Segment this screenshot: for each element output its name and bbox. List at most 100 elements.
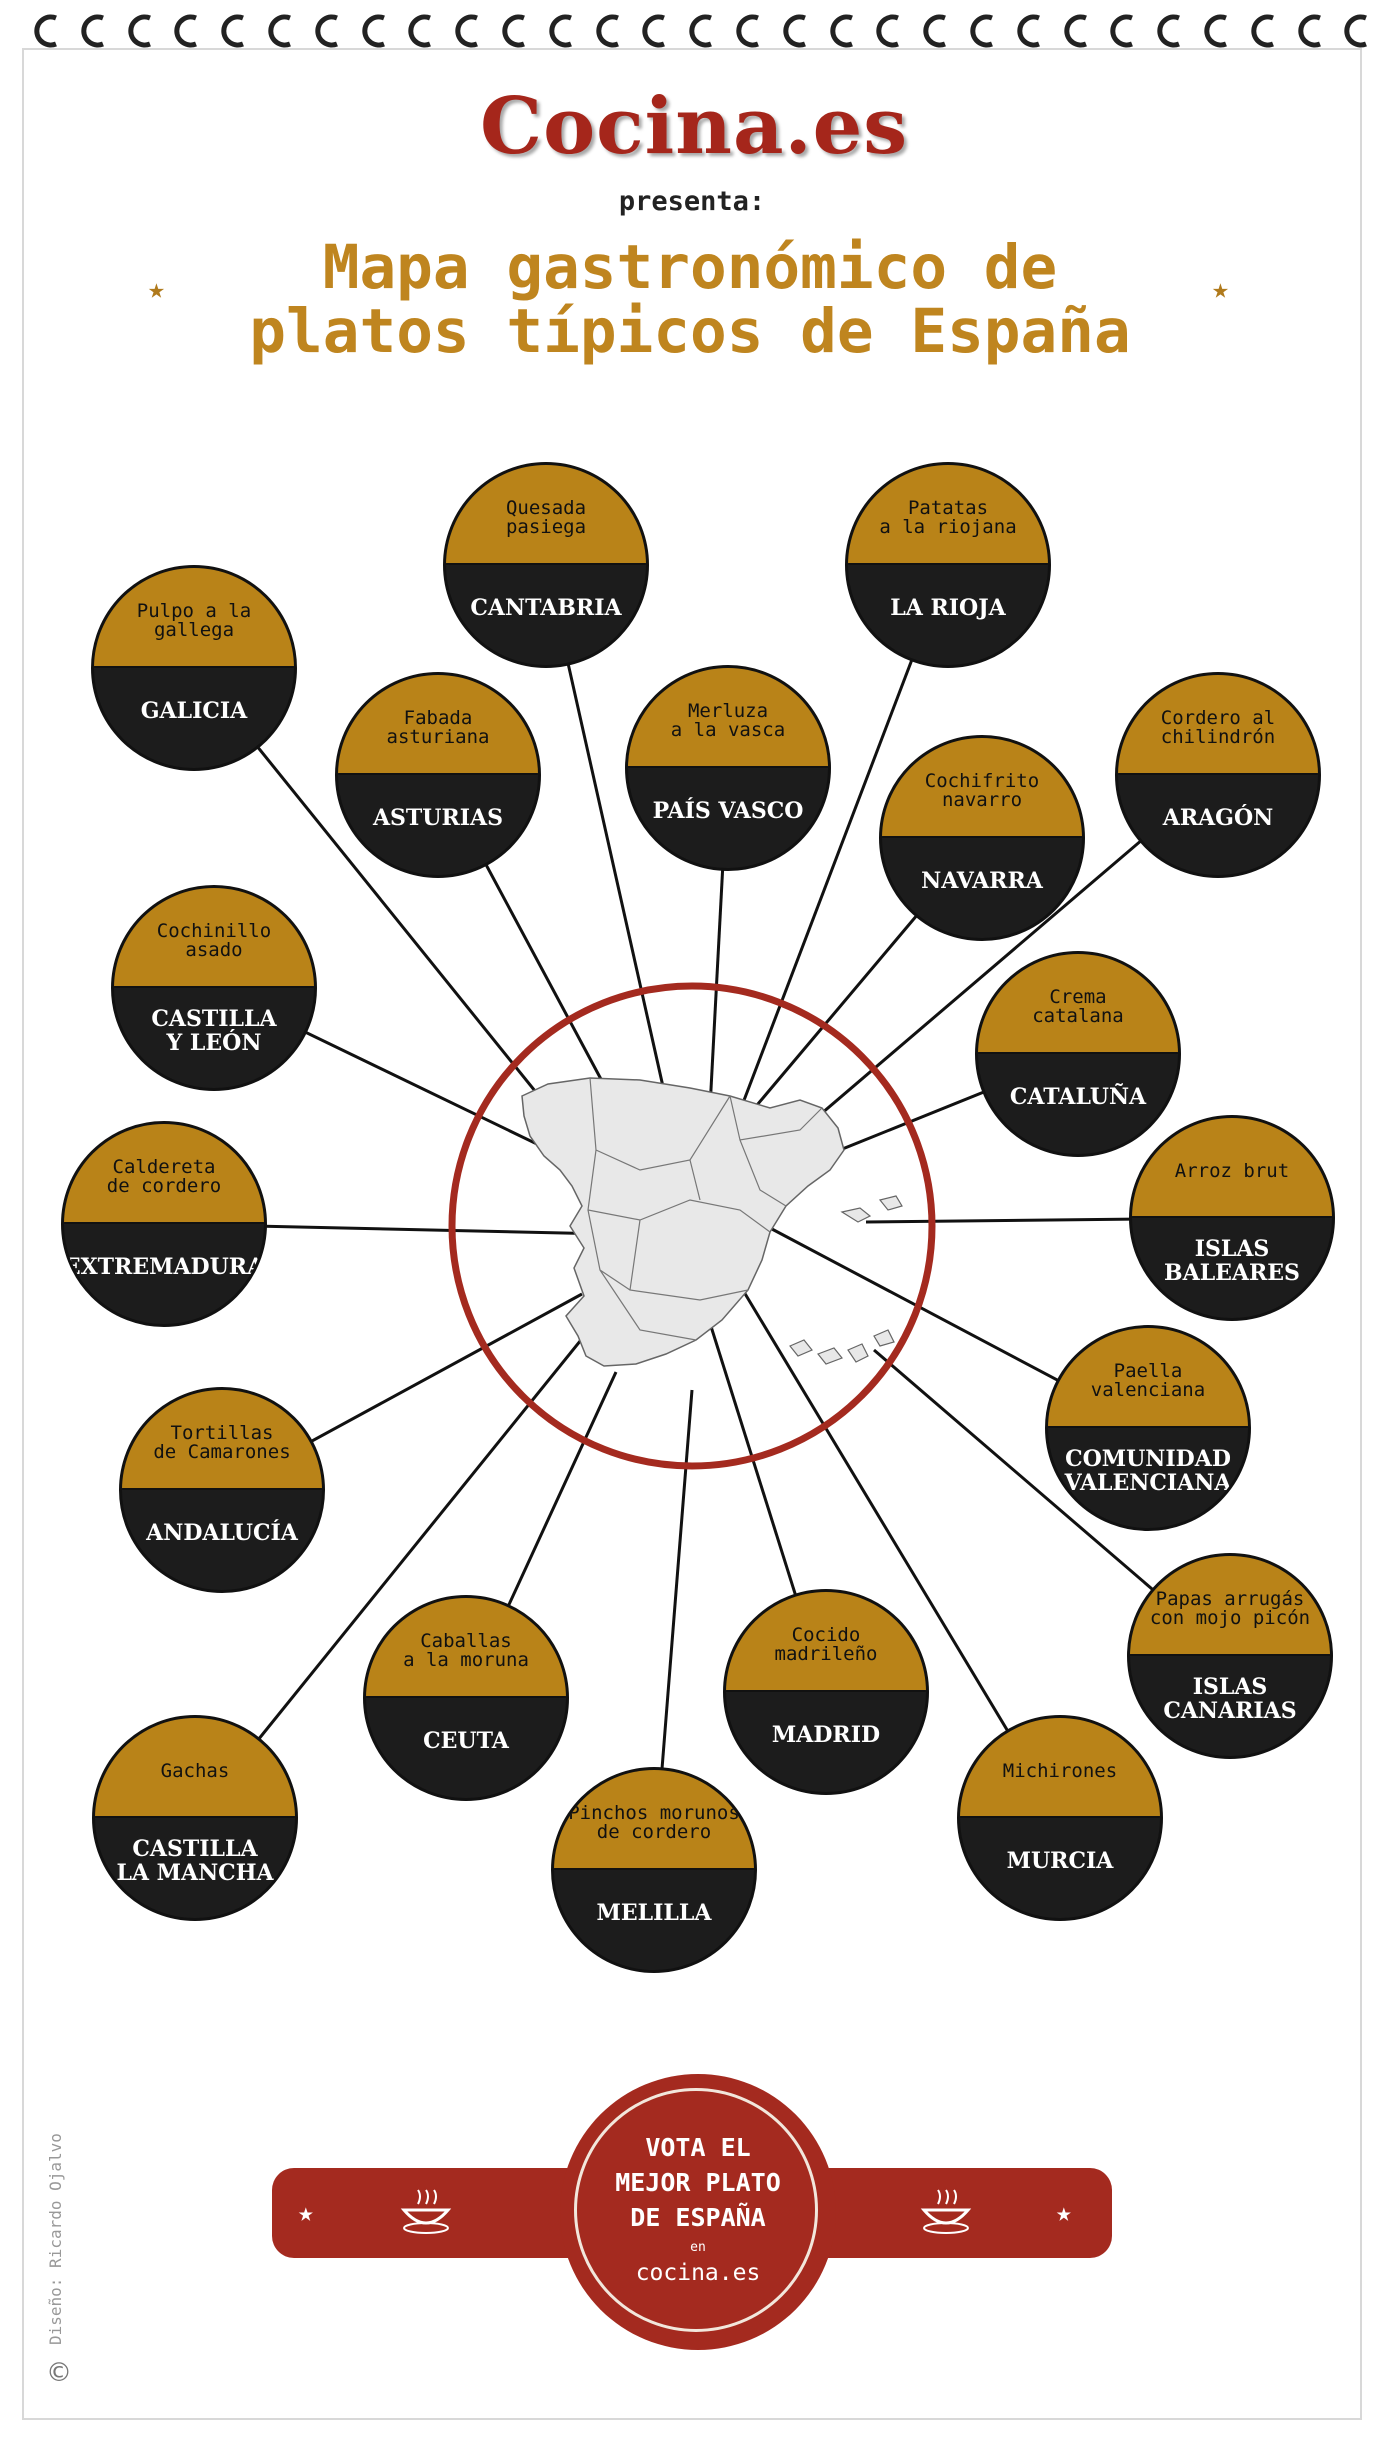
binder-ring-icon xyxy=(642,14,670,50)
binder-ring-icon xyxy=(1297,14,1326,50)
binder-ring-icon xyxy=(408,14,436,50)
dish-panel: Caballas a la moruna xyxy=(366,1598,566,1698)
title-line-2: platos típicos de España xyxy=(249,296,1131,367)
region-name: NAVARRA xyxy=(921,868,1043,894)
vote-inner-ring xyxy=(574,2088,818,2332)
dish-panel: Cochinillo asado xyxy=(114,888,314,988)
dish-panel: Quesada pasiega xyxy=(446,465,646,565)
region-panel: CASTILLA LA MANCHA xyxy=(95,1818,295,1918)
region-name: ANDALUCÍA xyxy=(146,1520,298,1546)
vote-url[interactable]: cocina.es xyxy=(635,2260,761,2286)
binder-ring-icon xyxy=(502,14,530,50)
binder-ring-icon xyxy=(876,14,904,50)
logo-text: Cocina.es xyxy=(480,81,909,172)
binder-ring-icon xyxy=(829,14,858,50)
spain-map xyxy=(521,1077,903,1367)
dish-panel: Fabada asturiana xyxy=(338,675,538,775)
dish-panel: Cordero al chilindrón xyxy=(1118,675,1318,775)
dish-name: Arroz brut xyxy=(1174,1159,1290,1182)
dish-name: Caldereta de cordero xyxy=(106,1156,222,1197)
vote-text: VOTA EL MEJOR PLATO DE ESPAÑA xyxy=(615,2133,781,2232)
dish-panel: Paella valenciana xyxy=(1048,1328,1248,1428)
dish-panel: Patatas a la riojana xyxy=(848,465,1048,565)
region-panel: LA RIOJA xyxy=(848,565,1048,665)
dish-panel: Pulpo a la gallega xyxy=(94,568,294,668)
region-name: CASTILLA Y LEÓN xyxy=(151,1006,277,1056)
region-panel: EXTREMADURA xyxy=(64,1224,264,1324)
vote-button[interactable]: VOTA EL MEJOR PLATO DE ESPAÑA en cocina.… xyxy=(560,2074,836,2350)
dish-name: Fabada asturiana xyxy=(386,707,490,748)
binder-ring-icon xyxy=(1063,14,1092,50)
dish-name: Merluza a la vasca xyxy=(670,700,786,741)
binder-ring-icon xyxy=(127,14,156,50)
region-name: ISLAS BALEARES xyxy=(1164,1236,1300,1286)
region-panel: PAÍS VASCO xyxy=(628,768,828,868)
binder-ring-icon xyxy=(174,14,202,50)
binder-ring-icon xyxy=(689,14,717,50)
dish-name: Pulpo a la gallega xyxy=(136,600,252,641)
binder-ring-icon xyxy=(1251,14,1279,50)
dish-name: Cochifrito navarro xyxy=(924,770,1040,811)
region-name: MELILLA xyxy=(596,1900,712,1926)
binder-ring-icon xyxy=(268,14,296,50)
dish-panel: Papas arrugás con mojo picón xyxy=(1130,1556,1330,1656)
binder-ring-icon xyxy=(361,14,390,50)
soup-bowl-icon xyxy=(400,2189,452,2234)
region-name: CATALUÑA xyxy=(1009,1084,1147,1110)
region-panel: NAVARRA xyxy=(882,838,1082,938)
binder-ring-icon xyxy=(455,14,483,50)
binder-ring-icon xyxy=(923,14,951,50)
region-panel: CATALUÑA xyxy=(978,1054,1178,1154)
dish-panel: Michirones xyxy=(960,1718,1160,1818)
region-name: CEUTA xyxy=(423,1728,509,1754)
dish-panel: Tortillas de Camarones xyxy=(122,1390,322,1490)
dish-panel: Pinchos morunos de cordero xyxy=(554,1770,754,1870)
dish-panel: Gachas xyxy=(95,1718,295,1818)
dish-name: Papas arrugás con mojo picón xyxy=(1149,1588,1311,1629)
region-panel: MADRID xyxy=(726,1692,926,1792)
dish-name: Paella valenciana xyxy=(1090,1360,1206,1401)
region-panel: ANDALUCÍA xyxy=(122,1490,322,1590)
page-title: Mapa gastronómico de platos típicos de E… xyxy=(140,236,1240,364)
binder-ring-icon xyxy=(970,14,998,50)
binder-ring-icon xyxy=(1017,14,1045,50)
star-icon: ★ xyxy=(148,272,165,305)
region-name: PAÍS VASCO xyxy=(652,798,804,824)
binder-ring-icon xyxy=(1110,14,1138,50)
binder-rings xyxy=(0,14,1384,54)
region-panel: ARAGÓN xyxy=(1118,775,1318,875)
dish-name: Tortillas de Camarones xyxy=(153,1422,291,1463)
region-panel: ISLAS CANARIAS xyxy=(1130,1656,1330,1756)
region-name: CASTILLA LA MANCHA xyxy=(116,1836,274,1886)
binder-ring-icon xyxy=(221,14,249,50)
region-panel: ISLAS BALEARES xyxy=(1132,1218,1332,1318)
star-icon: ★ xyxy=(298,2198,314,2228)
dish-panel: Cochifrito navarro xyxy=(882,738,1082,838)
star-icon: ★ xyxy=(1056,2198,1072,2228)
dish-name: Gachas xyxy=(160,1759,230,1782)
logo[interactable]: Cocina.es xyxy=(480,72,909,182)
dish-name: Michirones xyxy=(1002,1759,1118,1782)
title-line-1: Mapa gastronómico de xyxy=(322,232,1058,303)
copyright-icon: © xyxy=(46,2358,72,2388)
